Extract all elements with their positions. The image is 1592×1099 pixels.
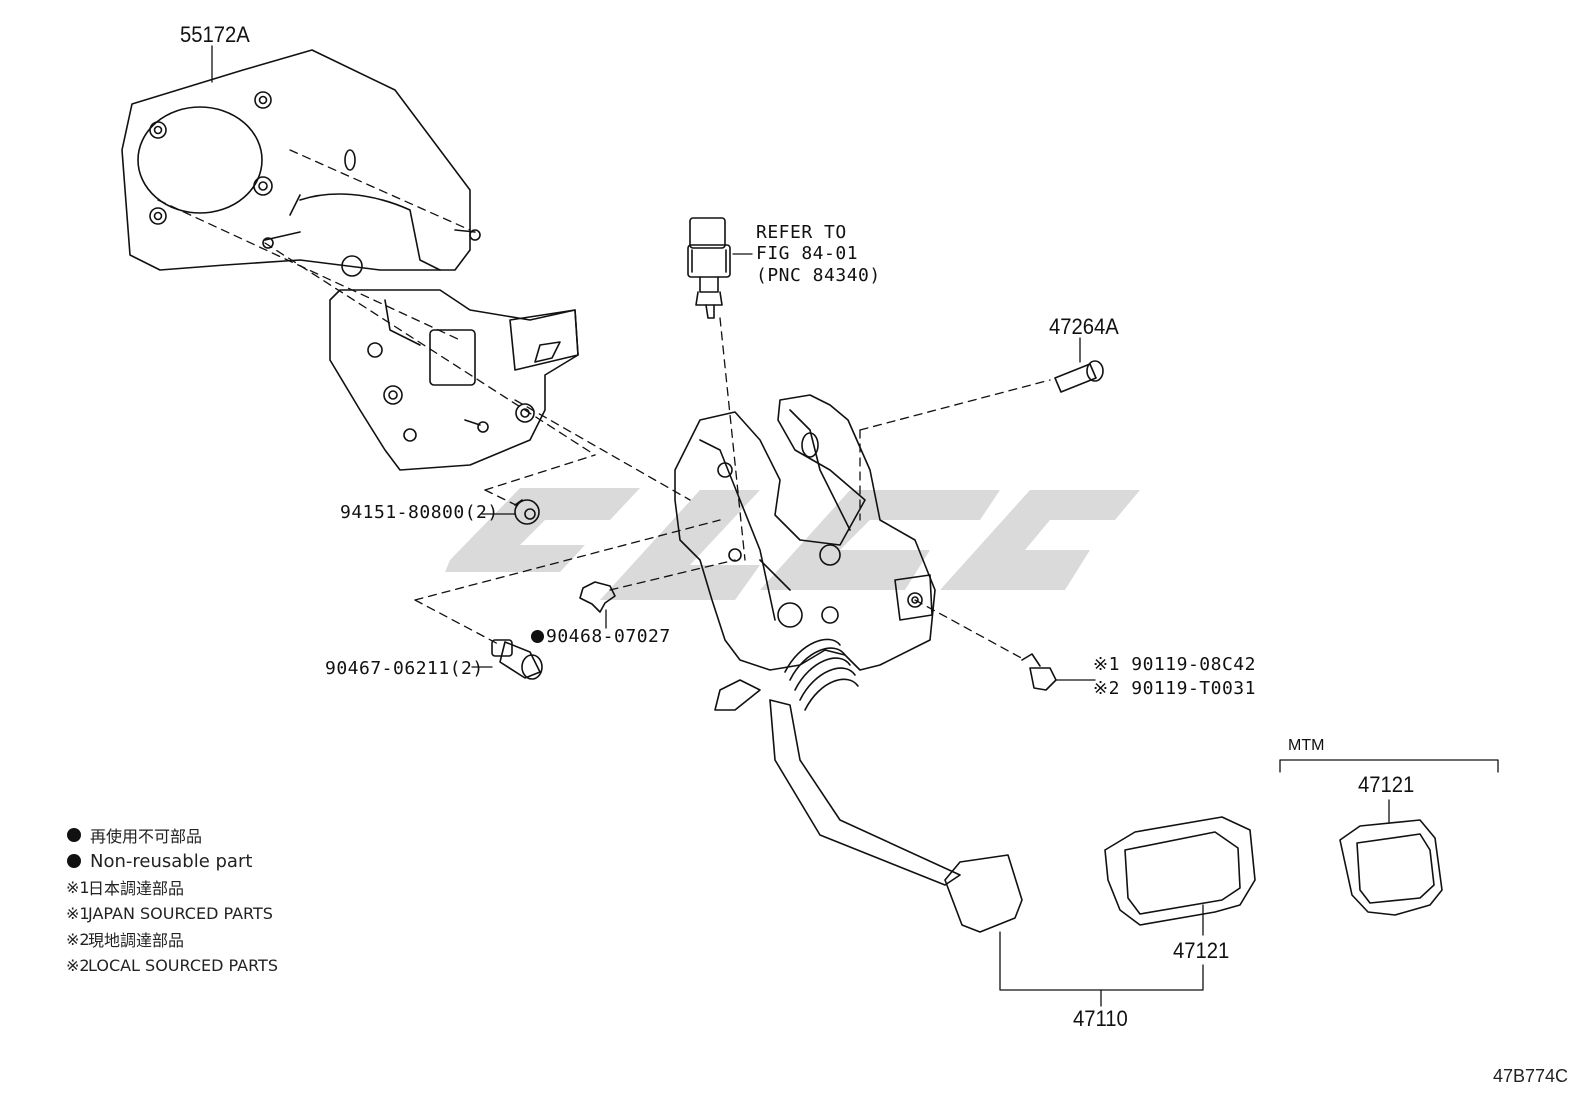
pedal-pad-47121 xyxy=(1104,816,1256,926)
part-label-47110: 47110 xyxy=(1073,1006,1128,1031)
part-label-90119-1: ※1 90119-08C42 xyxy=(1093,654,1256,675)
legend-text: 再使用不可部品 xyxy=(90,827,203,846)
return-spring xyxy=(784,638,859,711)
non-reusable-dot xyxy=(531,630,544,643)
part-label-90468-text: 90468-07027 xyxy=(546,626,671,647)
legend-text: 現地調達部品 xyxy=(88,931,185,950)
legend-row: ※1 日本調達部品 xyxy=(66,874,278,900)
legend-mark: ※2 xyxy=(66,929,90,949)
bolt-90119 xyxy=(1021,653,1057,691)
legend-row: ※2 現地調達部品 xyxy=(66,926,278,952)
refer-line-1: REFER TO xyxy=(756,222,847,243)
stop-lamp-switch xyxy=(687,217,731,319)
nut-94151 xyxy=(514,499,540,525)
legend-mark: ※1 xyxy=(66,877,90,897)
mtm-label: MTM xyxy=(1288,737,1325,754)
part-label-90467: 90467-06211(2) xyxy=(325,658,484,679)
pedal-arm xyxy=(769,699,1023,933)
legend-row: 再使用不可部品 xyxy=(66,822,278,848)
dashed-leaders xyxy=(157,149,1051,661)
cushion-90467 xyxy=(491,639,543,680)
non-reusable-dot xyxy=(67,854,81,868)
legend: 再使用不可部品 Non-reusable part ※1 日本調達部品 ※1 J… xyxy=(66,822,278,978)
clip-90468 xyxy=(579,581,616,613)
legend-mark: ※2 xyxy=(66,955,90,975)
pin-47264a xyxy=(1054,360,1104,393)
label-leaders xyxy=(211,45,1499,1007)
legend-text: JAPAN SOURCED PARTS xyxy=(88,903,273,923)
legend-row: Non-reusable part xyxy=(66,848,278,874)
non-reusable-dot xyxy=(67,828,81,842)
legend-text: 日本調達部品 xyxy=(88,879,185,898)
part-label-90119-2: ※2 90119-T0031 xyxy=(1093,678,1256,699)
part-label-47121-mtm: 47121 xyxy=(1358,772,1415,797)
legend-row: ※1 JAPAN SOURCED PARTS xyxy=(66,900,278,926)
legend-text: Non-reusable part xyxy=(90,850,253,872)
legend-text: LOCAL SOURCED PARTS xyxy=(88,955,278,975)
legend-row: ※2 LOCAL SOURCED PARTS xyxy=(66,952,278,978)
part-label-47121: 47121 xyxy=(1173,938,1230,963)
diagram-code: 47B774C xyxy=(1492,1066,1568,1086)
refer-line-2: FIG 84-01 xyxy=(756,243,859,264)
watermark xyxy=(445,488,1140,600)
part-label-47264a: 47264A xyxy=(1049,314,1119,339)
refer-line-3: (PNC 84340) xyxy=(756,265,881,286)
part-label-55172a: 55172A xyxy=(180,22,250,47)
bracket-55172a xyxy=(121,49,579,471)
part-label-94151: 94151-80800(2) xyxy=(340,502,499,523)
part-label-90468: 90468-07027 xyxy=(531,628,671,646)
pedal-support-bracket xyxy=(674,394,936,711)
legend-mark: ※1 xyxy=(66,903,90,923)
pedal-pad-47121-mtm xyxy=(1339,819,1443,916)
